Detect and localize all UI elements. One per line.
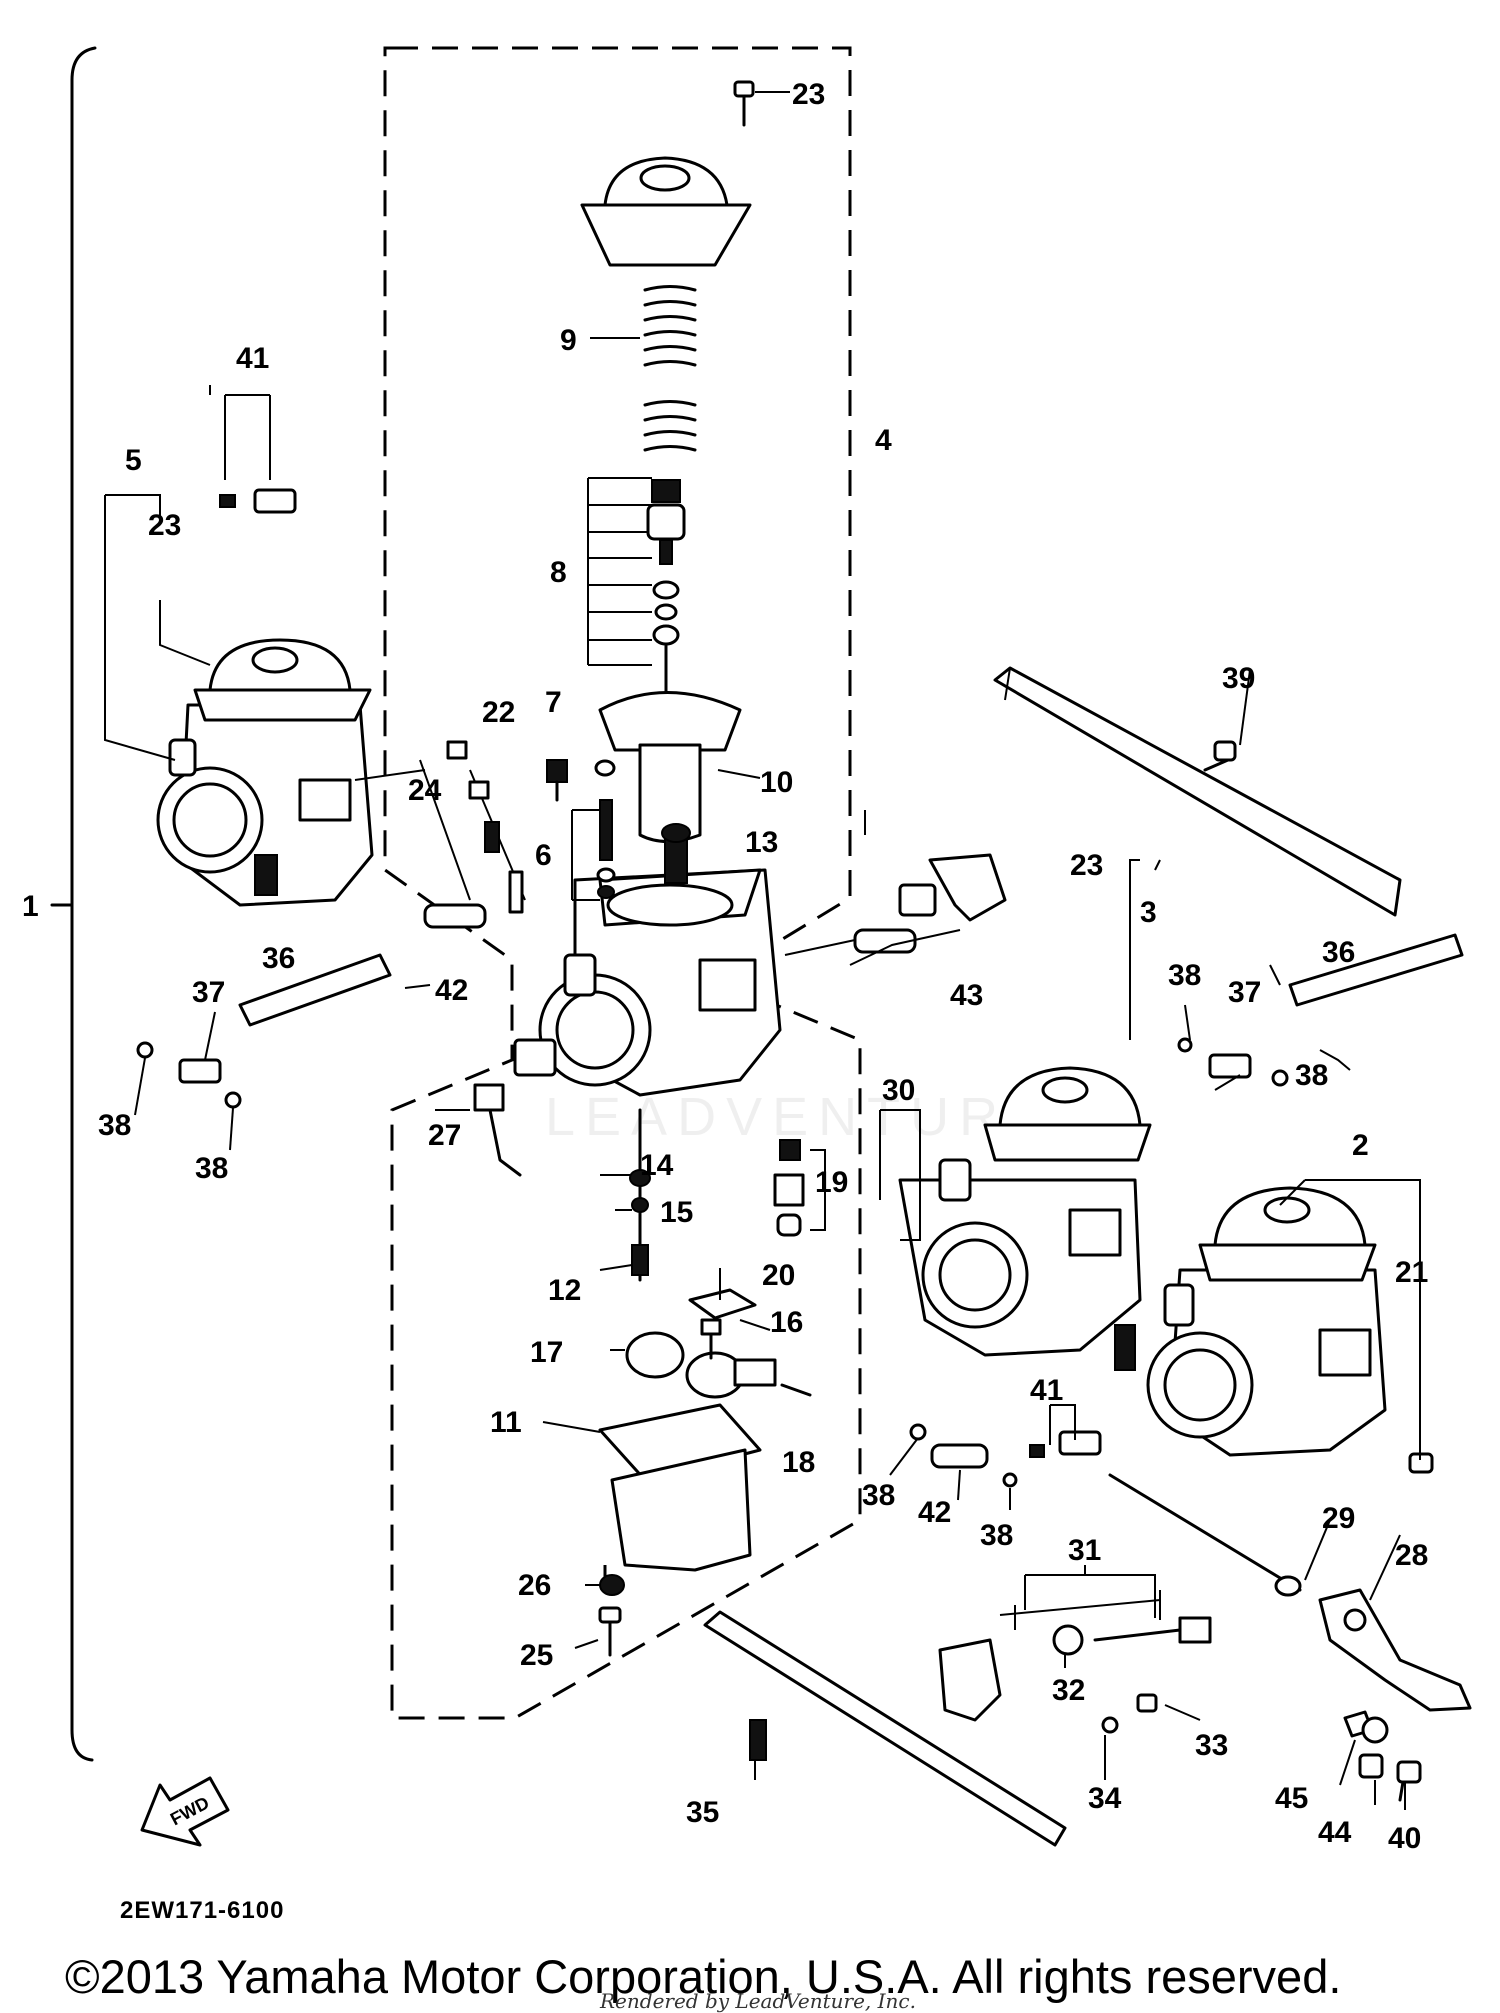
callout-26: 26 [518, 1569, 551, 1602]
callout-41-top: 41 [236, 342, 269, 375]
callout-33: 33 [1195, 1729, 1228, 1762]
callout-25: 25 [520, 1639, 553, 1672]
spring [590, 285, 697, 452]
top-bracket-rail [993, 666, 1402, 917]
callout-45: 45 [1275, 1782, 1308, 1815]
callout-3: 3 [1140, 896, 1157, 929]
carburetor-right-2 [1114, 1186, 1387, 1457]
callout-16: 16 [770, 1306, 803, 1339]
throttle-shaft [1108, 1473, 1472, 1802]
callout-6: 6 [535, 839, 552, 872]
callout-40: 40 [1388, 1822, 1421, 1855]
callout-labels: 1 2 3 4 5 6 7 8 9 10 11 12 13 14 15 16 1… [22, 78, 1428, 1855]
callout-10: 10 [760, 766, 793, 799]
callout-13: 13 [745, 826, 778, 859]
carburetor-left [156, 638, 374, 907]
callout-17: 17 [530, 1336, 563, 1369]
assembly-bracket [50, 46, 97, 1762]
callout-34: 34 [1088, 1782, 1122, 1815]
float-bowl [542, 1331, 812, 1657]
callout-38-a: 38 [98, 1109, 131, 1142]
callout-11: 11 [490, 1406, 522, 1439]
subassembly-outline [383, 46, 862, 1720]
vacuum-piston [598, 691, 761, 843]
callout-5: 5 [125, 444, 142, 477]
callout-23-left: 23 [148, 509, 181, 542]
callout-8: 8 [550, 556, 567, 589]
carburetor-right-3 [898, 1066, 1152, 1357]
callout-23-right: 23 [1070, 849, 1103, 882]
callout-43: 43 [950, 979, 983, 1012]
misc-small-parts [473, 1038, 826, 1360]
callout-14: 14 [640, 1149, 674, 1182]
callout-22: 22 [482, 696, 515, 729]
callout-2: 2 [1352, 1129, 1369, 1162]
callout-38-c: 38 [1168, 959, 1201, 992]
callout-37-left: 37 [192, 976, 225, 1009]
leader-lines [104, 385, 1421, 1810]
callout-32: 32 [1052, 1674, 1085, 1707]
callout-38-e: 38 [862, 1479, 895, 1512]
callout-19: 19 [815, 1166, 848, 1199]
callout-39: 39 [1222, 662, 1255, 695]
callout-42-left: 42 [435, 974, 468, 1007]
carburetor-center [538, 823, 782, 1097]
callout-38-d: 38 [1295, 1059, 1328, 1092]
callout-12: 12 [548, 1274, 581, 1307]
forward-arrow: FWD [140, 1776, 230, 1847]
callout-31: 31 [1068, 1534, 1101, 1567]
callout-18: 18 [782, 1446, 815, 1479]
jets-and-screws [419, 740, 616, 914]
callout-20: 20 [762, 1259, 795, 1292]
callout-7: 7 [545, 686, 562, 719]
callout-28: 28 [1395, 1539, 1428, 1572]
watermark: LEADVENTURE [545, 1087, 1054, 1147]
callout-27: 27 [428, 1119, 461, 1152]
callout-36-right: 36 [1322, 936, 1355, 969]
callout-38-b: 38 [195, 1152, 228, 1185]
copyright-notice: ©2013 Yamaha Motor Corporation, U.S.A. A… [65, 1950, 1341, 2003]
callout-1: 1 [22, 890, 39, 923]
callout-9: 9 [560, 324, 577, 357]
render-credit: Rendered by LeadVenture, Inc. [599, 1989, 916, 2013]
callout-4: 4 [875, 424, 892, 457]
callout-30: 30 [882, 1074, 915, 1107]
screw-23-top [733, 80, 790, 127]
diaphragm-cover [580, 156, 752, 267]
callout-15: 15 [660, 1196, 693, 1229]
part-code: 2EW171-6100 [120, 1897, 284, 1924]
callout-35: 35 [686, 1796, 719, 1829]
callout-29: 29 [1322, 1502, 1355, 1535]
callout-41-bottom: 41 [1030, 1374, 1063, 1407]
callout-36-left: 36 [262, 942, 295, 975]
throttle-bracket [938, 1590, 1212, 1734]
bottom-bracket-rail [703, 1610, 1067, 1847]
callout-23-top: 23 [792, 78, 825, 111]
callout-37-right: 37 [1228, 976, 1261, 1009]
callout-44: 44 [1318, 1816, 1352, 1849]
callout-38-f: 38 [980, 1519, 1013, 1552]
callout-21: 21 [1395, 1256, 1428, 1289]
callout-42-bottom: 42 [918, 1496, 951, 1529]
callout-24: 24 [408, 774, 442, 807]
fuel-joints [136, 488, 1464, 1488]
